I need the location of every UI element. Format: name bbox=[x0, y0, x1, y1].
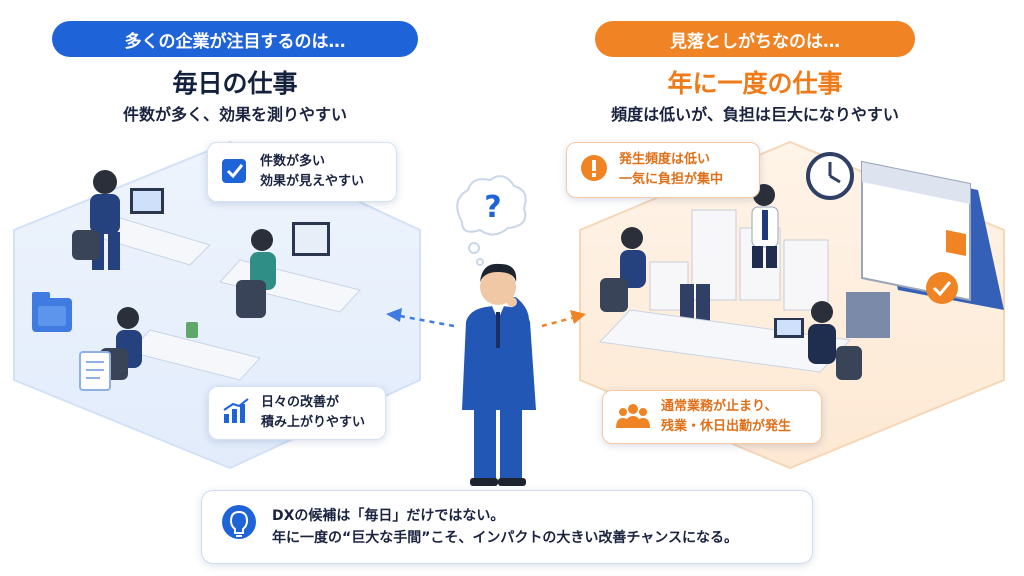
left-card-bottom-line-2: 積み上がりやすい bbox=[261, 415, 366, 430]
document-icon bbox=[79, 351, 111, 391]
right-card-bottom: 通常業務が止まり、 残業・休日出勤が発生 bbox=[602, 390, 822, 444]
exclamation-icon bbox=[579, 153, 609, 187]
clock-icon bbox=[806, 152, 854, 200]
left-tag-pill: 多くの企業が注目するのは… bbox=[52, 21, 418, 57]
left-desk-top bbox=[72, 170, 211, 270]
left-title: 毎日の仕事 bbox=[172, 69, 298, 98]
conclusion-line-1: DXの候補は「毎日」だけではない。 bbox=[272, 508, 505, 524]
checkbox-icon bbox=[220, 155, 250, 189]
right-card-bottom-line-1: 通常業務が止まり、 bbox=[661, 399, 778, 414]
people-group-icon bbox=[615, 400, 651, 434]
arrow-left bbox=[386, 308, 455, 328]
right-card-top-line-2: 一気に負担が集中 bbox=[619, 172, 724, 187]
question-mark-icon: ? bbox=[484, 190, 502, 225]
right-card-top-line-1: 発生頻度は低い bbox=[619, 152, 711, 167]
folder-icon bbox=[32, 292, 72, 332]
left-card-top-line-2: 効果が見えやすい bbox=[260, 174, 365, 189]
left-card-bottom: 日々の改善が 積み上がりやすい bbox=[208, 386, 386, 440]
left-subtitle: 件数が多く、効果を測りやすい bbox=[122, 105, 347, 124]
worker-reading bbox=[600, 227, 646, 312]
right-tag-text: 見落としがちなのは… bbox=[670, 31, 840, 52]
calendar-icon bbox=[861, 160, 1004, 310]
right-subtitle: 頻度は低いが、負担は巨大になりやすい bbox=[611, 105, 899, 124]
right-card-bottom-line-2: 残業・休日出勤が発生 bbox=[661, 419, 792, 434]
right-tag-pill: 見落としがちなのは… bbox=[595, 21, 915, 57]
growth-chart-icon bbox=[221, 396, 251, 430]
left-card-top: 件数が多い 効果が見えやすい bbox=[207, 142, 397, 202]
right-title: 年に一度の仕事 bbox=[667, 69, 843, 98]
businessman-thinking bbox=[462, 263, 536, 486]
right-card-top: 発生頻度は低い 一気に負担が集中 bbox=[566, 142, 760, 198]
arrow-right bbox=[541, 310, 586, 328]
left-tag-text: 多くの企業が注目するのは… bbox=[124, 31, 346, 52]
conclusion-box: DXの候補は「毎日」だけではない。 年に一度の“巨大な手間”こそ、インパクトの大… bbox=[201, 490, 813, 564]
left-desk-middle bbox=[219, 222, 361, 318]
thought-bubble bbox=[456, 175, 527, 266]
conclusion-line-2: 年に一度の“巨大な手間”こそ、インパクトの大きい改善チャンスになる。 bbox=[272, 530, 738, 546]
left-card-top-line-1: 件数が多い bbox=[260, 154, 326, 169]
lightbulb-icon bbox=[220, 503, 258, 551]
worker-laptop bbox=[774, 301, 862, 380]
left-card-bottom-line-1: 日々の改善が bbox=[261, 395, 340, 410]
